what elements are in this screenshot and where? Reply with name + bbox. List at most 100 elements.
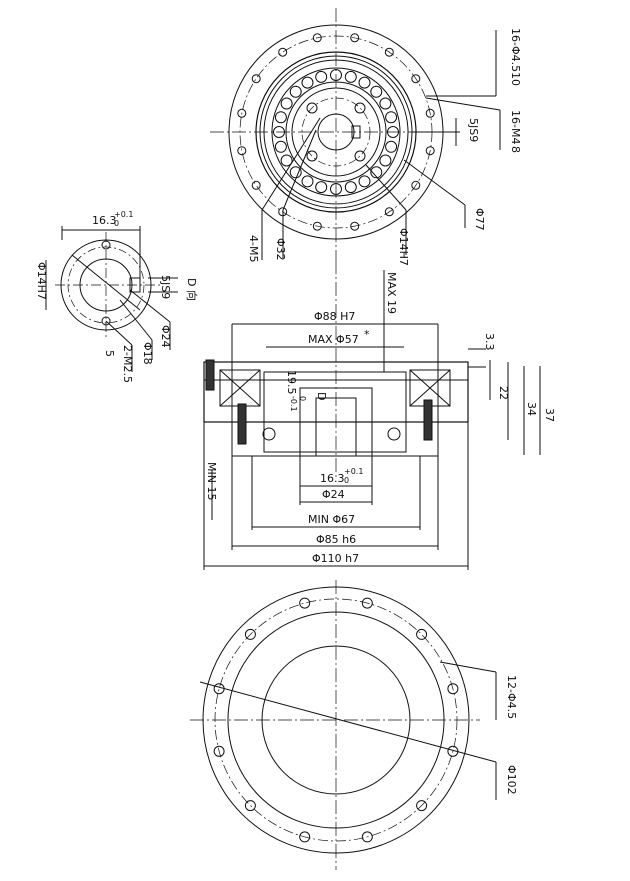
label-d-key: 5JS9 [159, 275, 172, 299]
top-bearing-balls [273, 69, 399, 195]
label-16-3-tol-upper: +0.1 [344, 467, 363, 476]
label-d-arrow: D [315, 392, 328, 400]
label-min-15: MIN 15 [205, 462, 218, 500]
label-d-thread: 2-M2.5 [121, 345, 134, 383]
bearing-ball [273, 126, 285, 138]
label-top-keyway: 5JS9 [467, 118, 480, 142]
bearing-ball [280, 154, 293, 167]
label-top-bore: Φ14H7 [397, 228, 410, 266]
mounting-hole [416, 628, 428, 640]
label-phi32: Φ32 [274, 238, 287, 261]
bearing-ball [358, 76, 371, 89]
label-16-3: 16.3 [320, 472, 345, 485]
bearing-ball [370, 85, 383, 98]
inner-thread-hole [354, 102, 366, 114]
mounting-hole [213, 683, 225, 695]
label-min-67: MIN Φ67 [308, 513, 355, 526]
label-16-holes: 16-Φ4.5 [509, 28, 522, 72]
inner-thread-hole [306, 150, 318, 162]
bearing-ball [385, 140, 398, 153]
label-max-57: MAX Φ57 [308, 333, 359, 346]
mounting-hole [237, 108, 247, 118]
label-16-m4: 16-M4 [509, 110, 522, 144]
label-phi102: Φ102 [505, 765, 518, 795]
bearing-ball [301, 76, 314, 89]
label-34: 34 [525, 402, 538, 416]
label-d-width-tol-upper: +0.1 [114, 210, 133, 219]
label-d-outer: Φ24 [159, 325, 172, 348]
label-3-3: 3.3 [483, 333, 496, 351]
bearing-ball [385, 111, 398, 124]
mounting-hole [251, 180, 261, 190]
bearing-ball [315, 70, 328, 83]
bearing-ball [344, 70, 357, 83]
mounting-hole [299, 831, 311, 843]
bearing-ball [274, 140, 287, 153]
bearing-ball [289, 85, 302, 98]
mounting-hole [447, 683, 459, 695]
bottom-outer-circle [202, 586, 470, 854]
mounting-hole [411, 180, 421, 190]
bearing-ball [330, 69, 342, 81]
label-19-5: 19.5 [285, 370, 298, 395]
mounting-hole [251, 74, 261, 84]
mounting-hole [299, 597, 311, 609]
bearing-ball [358, 175, 371, 188]
mounting-hole [244, 800, 256, 812]
label-phi88: Φ88 H7 [314, 310, 355, 323]
bearing-ball [387, 126, 399, 138]
top-mounting-holes [237, 33, 435, 231]
label-max-57-star: * [364, 328, 370, 341]
mounting-hole [425, 108, 435, 118]
label-phi24: Φ24 [322, 488, 345, 501]
label-16-holes-depth: 10 [509, 72, 522, 86]
label-d-title: D 向 [185, 278, 199, 301]
label-22: 22 [497, 386, 510, 400]
bearing-ball [379, 154, 392, 167]
label-phi77: Φ77 [473, 208, 486, 231]
bearing-ball [280, 97, 293, 110]
label-d-bore: Φ14H7 [35, 262, 48, 300]
d-view-labels: D 向 16.3 +0.1 0 Φ14H7 5JS9 Φ24 Φ18 2-M2.… [35, 210, 199, 383]
mounting-hole [350, 221, 360, 231]
mounting-hole [278, 47, 288, 57]
label-d-width-tol-lower: 0 [114, 219, 119, 228]
d-outer-circle [60, 239, 152, 331]
mounting-hole [361, 831, 373, 843]
mounting-hole [425, 146, 435, 156]
mounting-hole [237, 146, 247, 156]
label-16-m4-depth: 8 [509, 146, 522, 153]
inner-thread-hole [306, 102, 318, 114]
label-max-19: MAX 19 [385, 272, 398, 314]
mounting-hole [312, 33, 322, 43]
mounting-hole [384, 207, 394, 217]
label-37: 37 [543, 408, 556, 422]
mounting-hole [244, 628, 256, 640]
label-16-3-tol-lower: 0 [344, 476, 349, 485]
mounting-hole [350, 33, 360, 43]
label-19-5-tol-lower: -0.1 [289, 396, 298, 412]
label-phi85: Φ85 h6 [316, 533, 356, 546]
mounting-hole [312, 221, 322, 231]
label-19-5-tol-upper: 0 [298, 396, 307, 401]
bearing-ball [379, 97, 392, 110]
label-d-width: 16.3 [92, 214, 117, 227]
bearing-ball [315, 181, 328, 194]
bearing-ball [301, 175, 314, 188]
label-d-thread-depth: 5 [103, 350, 116, 357]
label-12-holes: 12-Φ4.5 [505, 675, 518, 719]
top-inner-holes [306, 102, 366, 162]
section-view-labels: MAX 19 Φ88 H7 MAX Φ57 * 3.3 19.5 0 -0.1 … [205, 272, 556, 565]
top-view-labels: 16-Φ4.5 10 16-M4 8 5JS9 Φ77 4-M5 Φ32 Φ14… [247, 28, 522, 266]
bearing-ball [274, 111, 287, 124]
label-4-m5: 4-M5 [247, 235, 260, 262]
mounting-hole [416, 800, 428, 812]
label-phi110: Φ110 h7 [312, 552, 359, 565]
bottom-view-labels: 12-Φ4.5 Φ102 [505, 675, 518, 795]
bearing-ball [330, 183, 342, 195]
mounting-hole [213, 745, 225, 757]
top-view [210, 8, 501, 260]
bearing-ball [370, 166, 383, 179]
bearing-ball [344, 181, 357, 194]
